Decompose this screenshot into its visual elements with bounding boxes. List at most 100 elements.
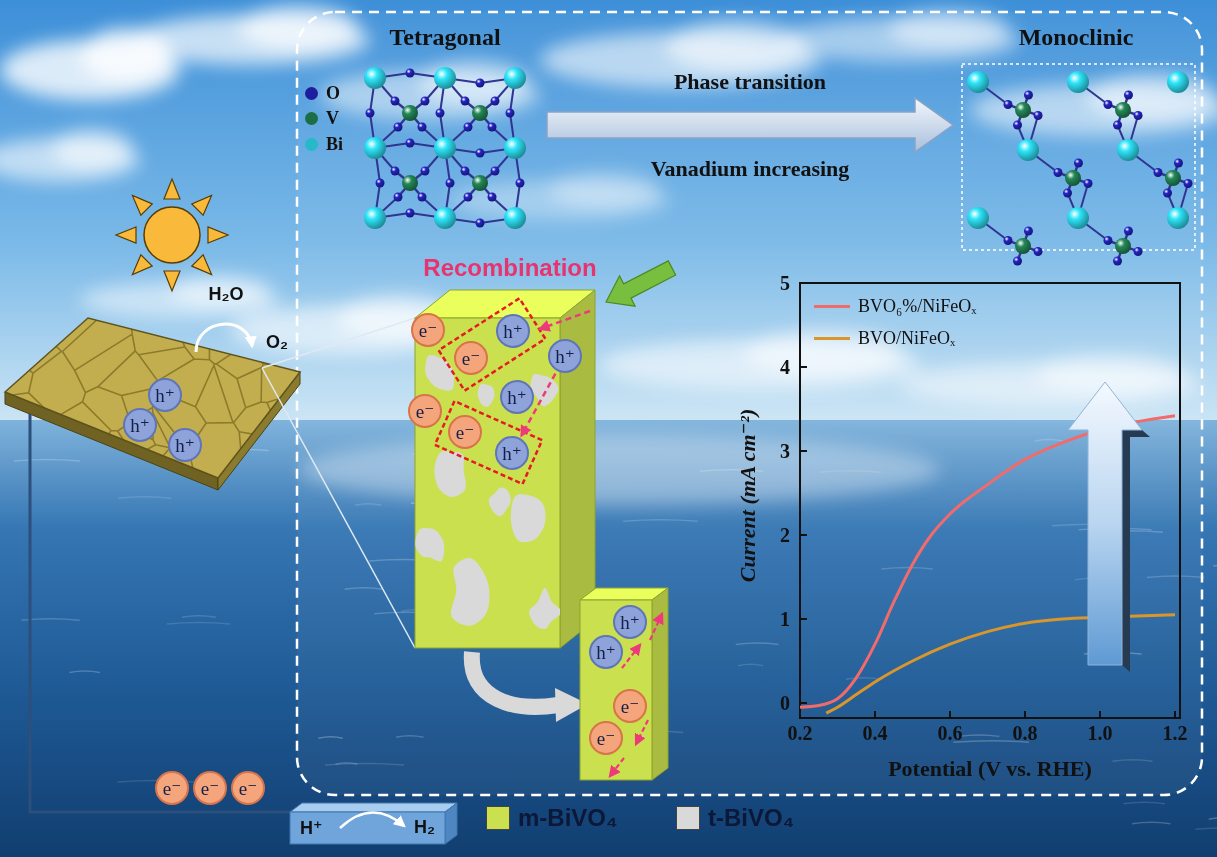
legend-swatch — [486, 806, 510, 830]
tick — [874, 711, 876, 718]
o-atom — [488, 193, 497, 202]
carrier-flow-arrow — [622, 645, 640, 668]
carrier-flow-arrow — [636, 720, 648, 744]
tick — [799, 711, 801, 718]
label-box: H⁺ — [300, 817, 323, 839]
label-box: 2 — [780, 524, 790, 547]
o-atom — [406, 69, 415, 78]
label-box: 1.2 — [1163, 722, 1188, 745]
hole-particle: h⁺ — [589, 635, 623, 669]
o-atom — [418, 123, 427, 132]
t-phase-domain — [415, 528, 444, 562]
hole-particle: h⁺ — [495, 436, 529, 470]
label-box: 1.0 — [1088, 722, 1113, 745]
crystal-structure: Monoclinic — [955, 22, 1197, 258]
v-atom — [1115, 102, 1131, 118]
particle-label: e⁻ — [201, 777, 219, 800]
o-atom — [421, 167, 430, 176]
particle-label: e⁻ — [462, 347, 480, 370]
tick — [800, 366, 807, 368]
o-atom — [391, 97, 400, 106]
label-box: 0 — [780, 692, 790, 715]
hole-particle: h⁺ — [548, 339, 582, 373]
o-atom — [1163, 189, 1172, 198]
recombination-box — [439, 298, 546, 390]
tetragonal-crystal — [364, 67, 526, 229]
sun-ray — [116, 227, 136, 243]
o-atom — [461, 167, 470, 176]
particle-label: h⁺ — [175, 434, 195, 457]
bi-atom — [1167, 71, 1189, 93]
carrier-flow-arrow — [650, 614, 662, 640]
label-box: 0.8 — [1013, 722, 1038, 745]
legend-item: O — [305, 83, 340, 104]
o-atom — [1034, 111, 1043, 120]
external-wire — [30, 414, 290, 812]
wave — [1209, 818, 1217, 820]
v-atom — [402, 105, 418, 121]
axis-title: Current (mA cm⁻²) — [735, 408, 762, 581]
o-atom — [406, 209, 415, 218]
electron-particle: e⁻ — [589, 721, 623, 755]
cloud — [52, 129, 132, 169]
particle-label: e⁻ — [456, 421, 474, 444]
tick-label: 0.2 — [788, 722, 813, 745]
bi-atom — [1067, 71, 1089, 93]
legend-atom-swatch — [305, 112, 318, 125]
tick — [1024, 711, 1026, 718]
label-box: Potential (V vs. RHE) — [888, 756, 1092, 782]
species-label: H₂O — [209, 284, 244, 305]
o-atom — [366, 109, 375, 118]
bi-atom — [1167, 207, 1189, 229]
cathode-side — [445, 803, 457, 844]
bi-atom — [364, 67, 386, 89]
o-atom — [1034, 247, 1043, 256]
o-atom — [394, 193, 403, 202]
electron-particle: e⁻ — [155, 771, 189, 805]
legend-item: t-BiVO₄ — [676, 804, 794, 832]
tick-label: 1.2 — [1163, 722, 1188, 745]
particle-label: h⁺ — [502, 442, 522, 465]
label-box: 1 — [780, 608, 790, 631]
o-atom — [436, 109, 445, 118]
o-atom — [491, 97, 500, 106]
o-atom — [1184, 179, 1193, 188]
o-atom — [1103, 236, 1112, 245]
sun-ray — [164, 179, 180, 199]
label-box: 0.4 — [863, 722, 888, 745]
v-atom — [1015, 102, 1031, 118]
particle-label: e⁻ — [621, 695, 639, 718]
improvement-arrow-side — [1122, 430, 1150, 672]
tick — [800, 450, 807, 452]
tick — [800, 702, 807, 704]
zoom-panel — [297, 12, 1202, 795]
hole-flow-arrow — [540, 311, 590, 329]
hole-particle: h⁺ — [613, 605, 647, 639]
tick-label: 1.0 — [1088, 722, 1113, 745]
tick-label: 1 — [780, 608, 790, 631]
electron-particle: e⁻ — [193, 771, 227, 805]
edge-label-box: Phase transition — [674, 69, 826, 95]
water-oxidation-arrow — [196, 324, 252, 352]
zoom-line — [262, 318, 415, 368]
legend-text: m-BiVO₄ — [518, 804, 617, 832]
o-atom — [1113, 121, 1122, 130]
sun-ray — [132, 195, 152, 215]
tick-label: 3 — [780, 440, 790, 463]
legend-text: O — [326, 83, 340, 104]
wave — [1132, 822, 1170, 824]
o-atom — [446, 179, 455, 188]
electron-particle: e⁻ — [448, 415, 482, 449]
legend-text: V — [326, 108, 339, 129]
o-atom — [1074, 158, 1083, 167]
crystal-structure: Tetragonal — [345, 22, 545, 234]
tick — [800, 618, 807, 620]
carrier-flow-arrow — [610, 758, 624, 776]
legend-item: BVO/NiFeOₓ — [814, 328, 955, 349]
block-front — [415, 318, 560, 648]
label-box: Recombination — [423, 254, 596, 282]
o-atom — [394, 123, 403, 132]
particle-label: h⁺ — [555, 345, 575, 368]
bi-atom — [364, 207, 386, 229]
